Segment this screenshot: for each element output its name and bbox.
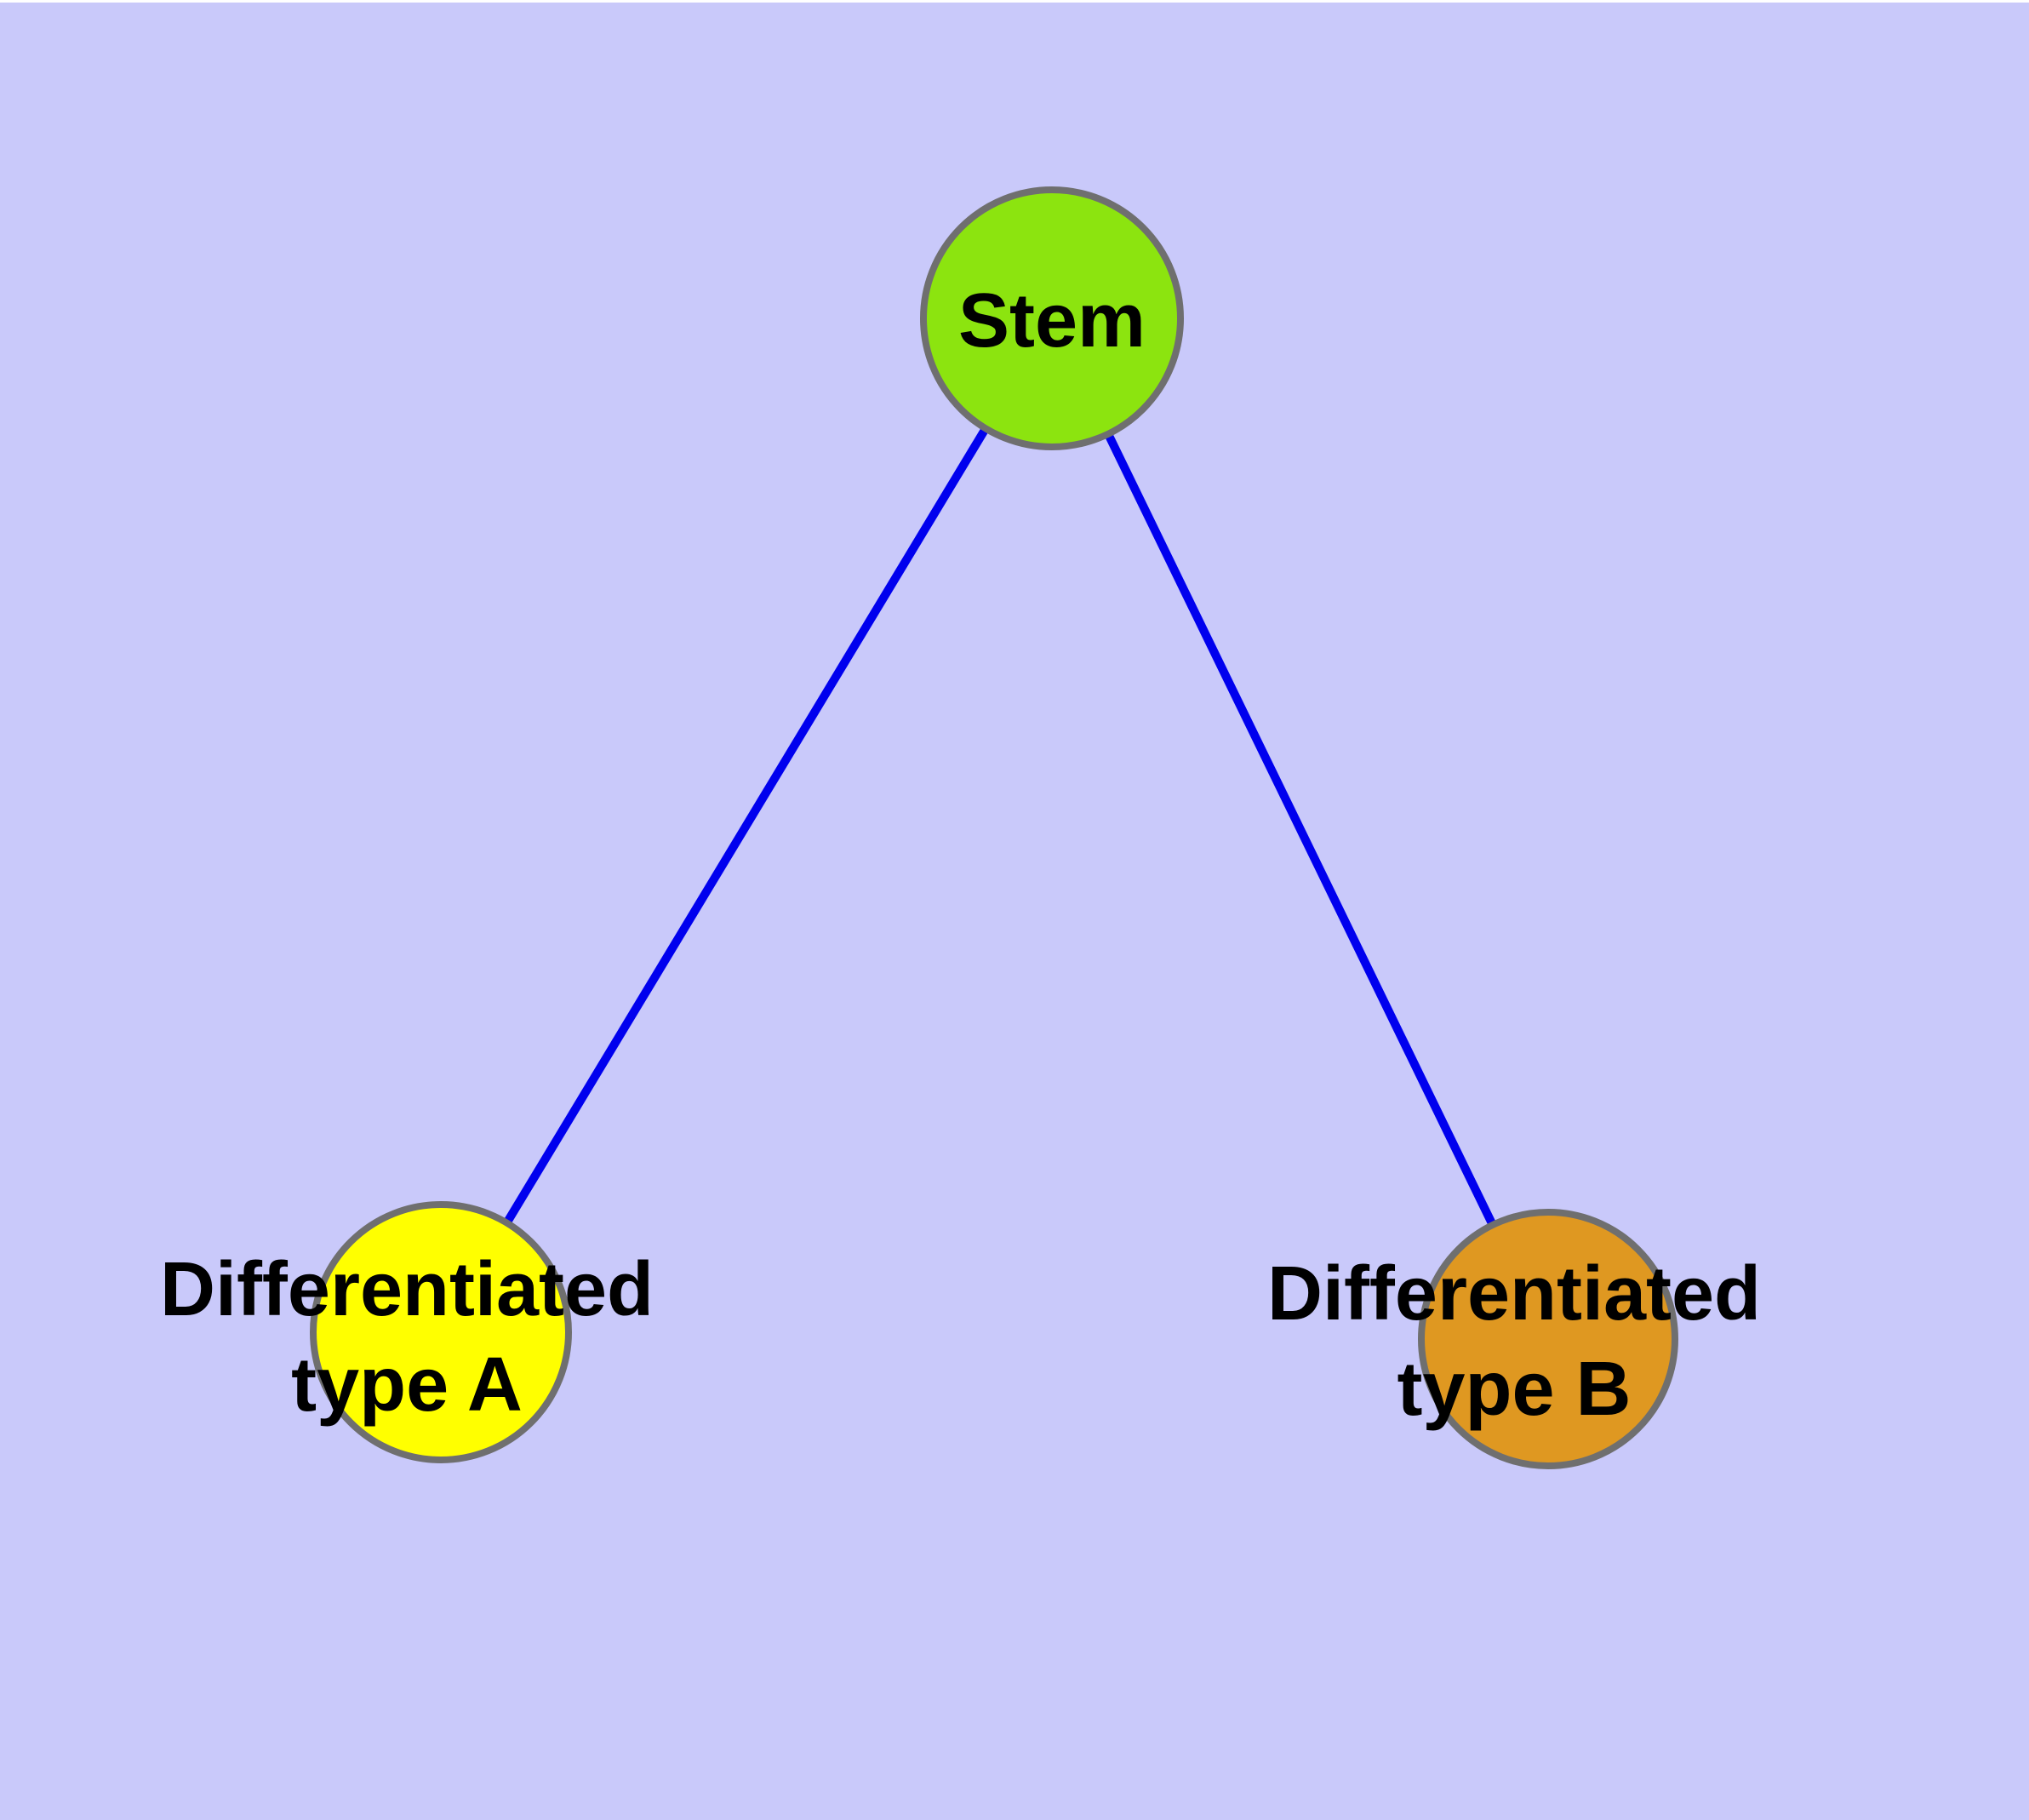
node-differentiated-type-b bbox=[1418, 1209, 1678, 1469]
node-label-type-b-line2: type B bbox=[1397, 1347, 1631, 1432]
edge-stem-to-type-b bbox=[1048, 316, 1552, 1342]
node-label-type-a-line2: type A bbox=[291, 1342, 523, 1428]
node-label-type-a-line1: Differentiated bbox=[160, 1247, 654, 1332]
node-label-stem: Stem bbox=[958, 278, 1146, 363]
node-label-type-b-line1: Differentiated bbox=[1267, 1251, 1761, 1336]
node-stem bbox=[920, 186, 1184, 450]
edge-stem-to-type-a bbox=[437, 316, 1056, 1335]
node-differentiated-type-a bbox=[310, 1201, 572, 1463]
